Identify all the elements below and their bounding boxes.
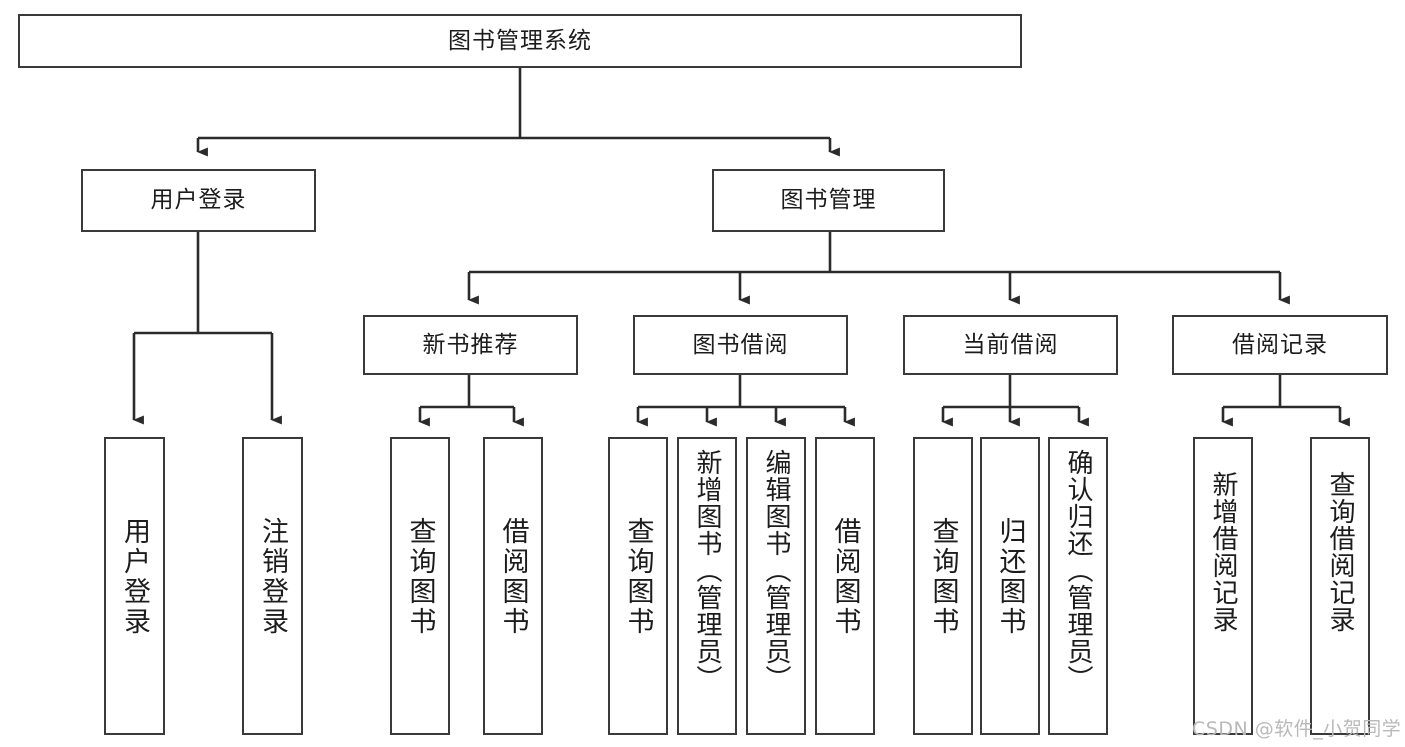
leaf-edit-book-label: 编辑图书（管理员） [761,449,791,692]
leaf-query-book-1-label: 查询图书 [404,517,436,637]
leaf-add-record[interactable]: 新增借阅记录 [1193,437,1253,735]
node-root[interactable]: 图书管理系统 [18,14,1022,68]
leaf-confirm-return-label: 确认归还（管理员） [1063,449,1093,692]
node-root-label: 图书管理系统 [448,27,592,54]
node-book-borrow[interactable]: 图书借阅 [633,315,848,375]
node-borrow-record[interactable]: 借阅记录 [1172,315,1388,375]
node-book-borrow-label: 图书借阅 [692,331,789,358]
leaf-user-login[interactable]: 用户登录 [104,437,165,735]
csdn-watermark: CSDN @软件_小贺同学 [1192,718,1402,740]
node-current-borrow[interactable]: 当前借阅 [903,315,1118,375]
node-user-login-label: 用户登录 [150,187,247,214]
leaf-query-book-1[interactable]: 查询图书 [390,437,450,735]
leaf-return-book-label: 归还图书 [994,517,1026,637]
leaf-query-record-label: 查询借阅记录 [1325,471,1355,633]
node-user-login[interactable]: 用户登录 [81,169,316,232]
leaf-add-book-label: 新增图书（管理员） [692,449,722,692]
leaf-add-record-label: 新增借阅记录 [1208,471,1238,633]
leaf-return-book[interactable]: 归还图书 [980,437,1040,735]
leaf-edit-book[interactable]: 编辑图书（管理员） [746,437,806,735]
leaf-user-logout[interactable]: 注销登录 [242,437,303,735]
leaf-query-book-2[interactable]: 查询图书 [608,437,668,735]
node-book-management-label: 图书管理 [780,187,877,214]
node-borrow-record-label: 借阅记录 [1232,331,1328,358]
node-new-book-recommend[interactable]: 新书推荐 [363,315,578,375]
leaf-user-logout-label: 注销登录 [257,517,288,637]
leaf-query-book-3-label: 查询图书 [927,517,959,637]
leaf-query-record[interactable]: 查询借阅记录 [1310,437,1370,735]
node-current-borrow-label: 当前借阅 [962,331,1059,358]
node-new-book-recommend-label: 新书推荐 [422,331,519,358]
leaf-borrow-book-2[interactable]: 借阅图书 [815,437,875,735]
leaf-borrow-book-2-label: 借阅图书 [829,517,861,637]
leaf-user-login-label: 用户登录 [119,517,150,637]
leaf-borrow-book-1[interactable]: 借阅图书 [483,437,543,735]
leaf-query-book-2-label: 查询图书 [622,517,654,637]
leaf-add-book[interactable]: 新增图书（管理员） [677,437,737,735]
node-book-management[interactable]: 图书管理 [712,169,945,232]
leaf-confirm-return[interactable]: 确认归还（管理员） [1048,437,1108,735]
leaf-query-book-3[interactable]: 查询图书 [913,437,973,735]
leaf-borrow-book-1-label: 借阅图书 [497,517,529,637]
